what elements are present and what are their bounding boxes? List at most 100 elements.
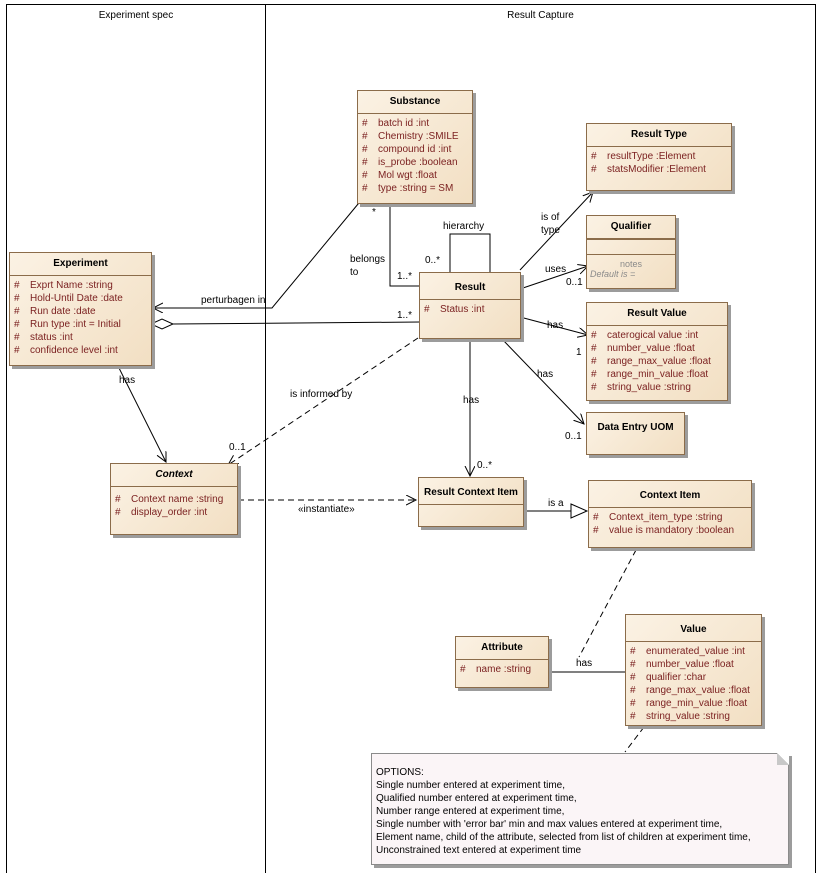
class-result[interactable]: Result #Status :int: [419, 272, 521, 339]
label-uses: uses: [545, 264, 567, 275]
class-name: Result: [420, 273, 520, 300]
class-name: Result Context Item: [419, 478, 523, 505]
aggregation-diamond: [149, 318, 175, 330]
attribute-row: #range_max_value :float: [591, 356, 711, 367]
attribute-row: #batch id :int: [362, 118, 430, 129]
attribute-row: #display_order :int: [115, 507, 208, 518]
note-line: Number range entered at experiment time,: [376, 806, 565, 817]
class-name: Result Type: [587, 124, 731, 147]
multiplicity-result-value: 1: [576, 347, 582, 358]
attribute-row: #Mol wgt :float: [362, 170, 437, 181]
label-has-context: has: [119, 375, 136, 386]
attribute-row: #caterogical value :int: [591, 330, 699, 341]
label-instantiate: «instantiate»: [298, 504, 355, 515]
attribute-row: #range_max_value :float: [630, 685, 750, 696]
class-substance[interactable]: Substance #batch id :int #Chemistry :SMI…: [357, 90, 473, 204]
attribute-row: #is_probe :boolean: [362, 157, 458, 168]
note-line: Element name, child of the attribute, se…: [376, 832, 751, 843]
label-is-informed-by: is informed by: [290, 389, 353, 400]
attribute-row: #qualifier :char: [630, 672, 707, 683]
attribute-row: #statsModifier :Element: [591, 164, 706, 175]
edge-result-substance: [390, 196, 420, 287]
class-value[interactable]: Value #enumerated_value :int #number_val…: [625, 614, 762, 726]
attribute-row: #Context name :string: [115, 494, 224, 505]
notes-compartment: notes Default is =: [587, 254, 675, 279]
class-context-item[interactable]: Context Item #Context_item_type :string …: [588, 480, 752, 548]
label-has-value: has: [576, 658, 593, 669]
note-line: Single number with 'error bar' min and m…: [376, 819, 723, 830]
attribute-row: #Context_item_type :string: [593, 512, 723, 523]
attribute-row: #string_value :string: [630, 711, 730, 722]
class-name: Attribute: [456, 637, 548, 660]
swimlane-borders: [6, 4, 816, 873]
label-perturbagen-in: perturbagen in: [201, 295, 266, 306]
label-to: to: [350, 267, 359, 278]
label-is-a: is a: [548, 498, 564, 509]
attribute-row: #name :string: [460, 664, 532, 675]
attribute-row: #resultType :Element: [591, 151, 696, 162]
attribute-row: #Status :int: [424, 304, 485, 315]
edge-perturbagen: [153, 197, 364, 308]
class-name: Context: [111, 464, 237, 487]
multiplicity-result-belongs: 1..*: [397, 271, 413, 282]
class-name: Result Value: [587, 303, 727, 326]
edge-has-result-value: [519, 316, 588, 335]
note-folded-corner: [777, 753, 789, 765]
class-result-context-item[interactable]: Result Context Item: [418, 477, 524, 527]
edge-has-uom: [501, 338, 584, 424]
note-line: Qualified number entered at experiment t…: [376, 793, 577, 804]
class-attribute[interactable]: Attribute #name :string: [455, 636, 549, 688]
attribute-row: #Run date :date: [14, 306, 96, 317]
attribute-row: #enumerated_value :int: [630, 646, 745, 657]
edge-is-of-type: [519, 192, 593, 271]
label-has-result-value: has: [547, 320, 564, 331]
lane-title-experiment-spec: Experiment spec: [98, 10, 174, 21]
edge-experiment-result: [172, 321, 421, 325]
class-name: Context Item: [589, 481, 751, 508]
label-has-uom: has: [537, 369, 554, 380]
class-name: Data Entry UOM: [597, 422, 674, 433]
attribute-row: #value is mandatory :boolean: [593, 525, 735, 536]
qualifier-notes: notes: [619, 259, 643, 269]
label-is-of: is of: [541, 212, 560, 223]
class-experiment[interactable]: Experiment #Exprt Name :string #Hold-Unt…: [9, 252, 152, 366]
class-result-value[interactable]: Result Value #caterogical value :int #nu…: [586, 302, 728, 401]
class-result-type[interactable]: Result Type #resultType :Element #statsM…: [586, 123, 732, 191]
edge-has-context: [117, 365, 166, 462]
attribute-row: #Run type :int = Initial: [14, 319, 121, 330]
multiplicity-result-experiment: 1..*: [397, 310, 413, 321]
label-belongs: belongs: [350, 254, 386, 265]
multiplicity-rci: 0..*: [477, 460, 493, 471]
class-name: Value: [626, 615, 761, 642]
qualifier-default: Default is =: [590, 269, 636, 279]
edge-hierarchy-loop: [449, 233, 491, 273]
note-line: OPTIONS:: [376, 767, 424, 778]
attribute-row: #status :int: [14, 332, 73, 343]
note-line: Single number entered at experiment time…: [376, 780, 565, 791]
label-hierarchy: hierarchy: [443, 221, 485, 232]
class-name: Qualifier: [587, 216, 675, 239]
lane-title-result-capture: Result Capture: [507, 10, 574, 21]
class-context[interactable]: Context #Context name :string #display_o…: [110, 463, 238, 535]
class-name: Substance: [358, 91, 472, 114]
attributes-compartment: [587, 239, 675, 254]
attribute-row: #number_value :float: [591, 343, 695, 354]
multiplicity-uom: 0..1: [565, 431, 582, 442]
multiplicity-hierarchy: 0..*: [425, 255, 441, 266]
class-data-entry-uom[interactable]: Data Entry UOM: [586, 412, 685, 455]
attribute-row: #confidence level :int: [14, 345, 118, 356]
attribute-row: #compound id :int: [362, 144, 452, 155]
class-name: Experiment: [10, 253, 151, 276]
options-note[interactable]: OPTIONS: Single number entered at experi…: [371, 753, 789, 865]
edge-informed-by: [228, 337, 419, 465]
note-line: Unconstrained text entered at experiment…: [376, 845, 582, 856]
attribute-row: #Chemistry :SMILE: [362, 131, 459, 142]
generalization-triangle: [570, 503, 589, 519]
attribute-row: #type :string = SM: [362, 183, 454, 194]
edge-uses: [519, 266, 588, 290]
attribute-row: #number_value :float: [630, 659, 734, 670]
attribute-row: #Exprt Name :string: [14, 280, 113, 291]
class-qualifier[interactable]: Qualifier notes Default is =: [586, 215, 676, 289]
multiplicity-substance: *: [372, 207, 376, 218]
